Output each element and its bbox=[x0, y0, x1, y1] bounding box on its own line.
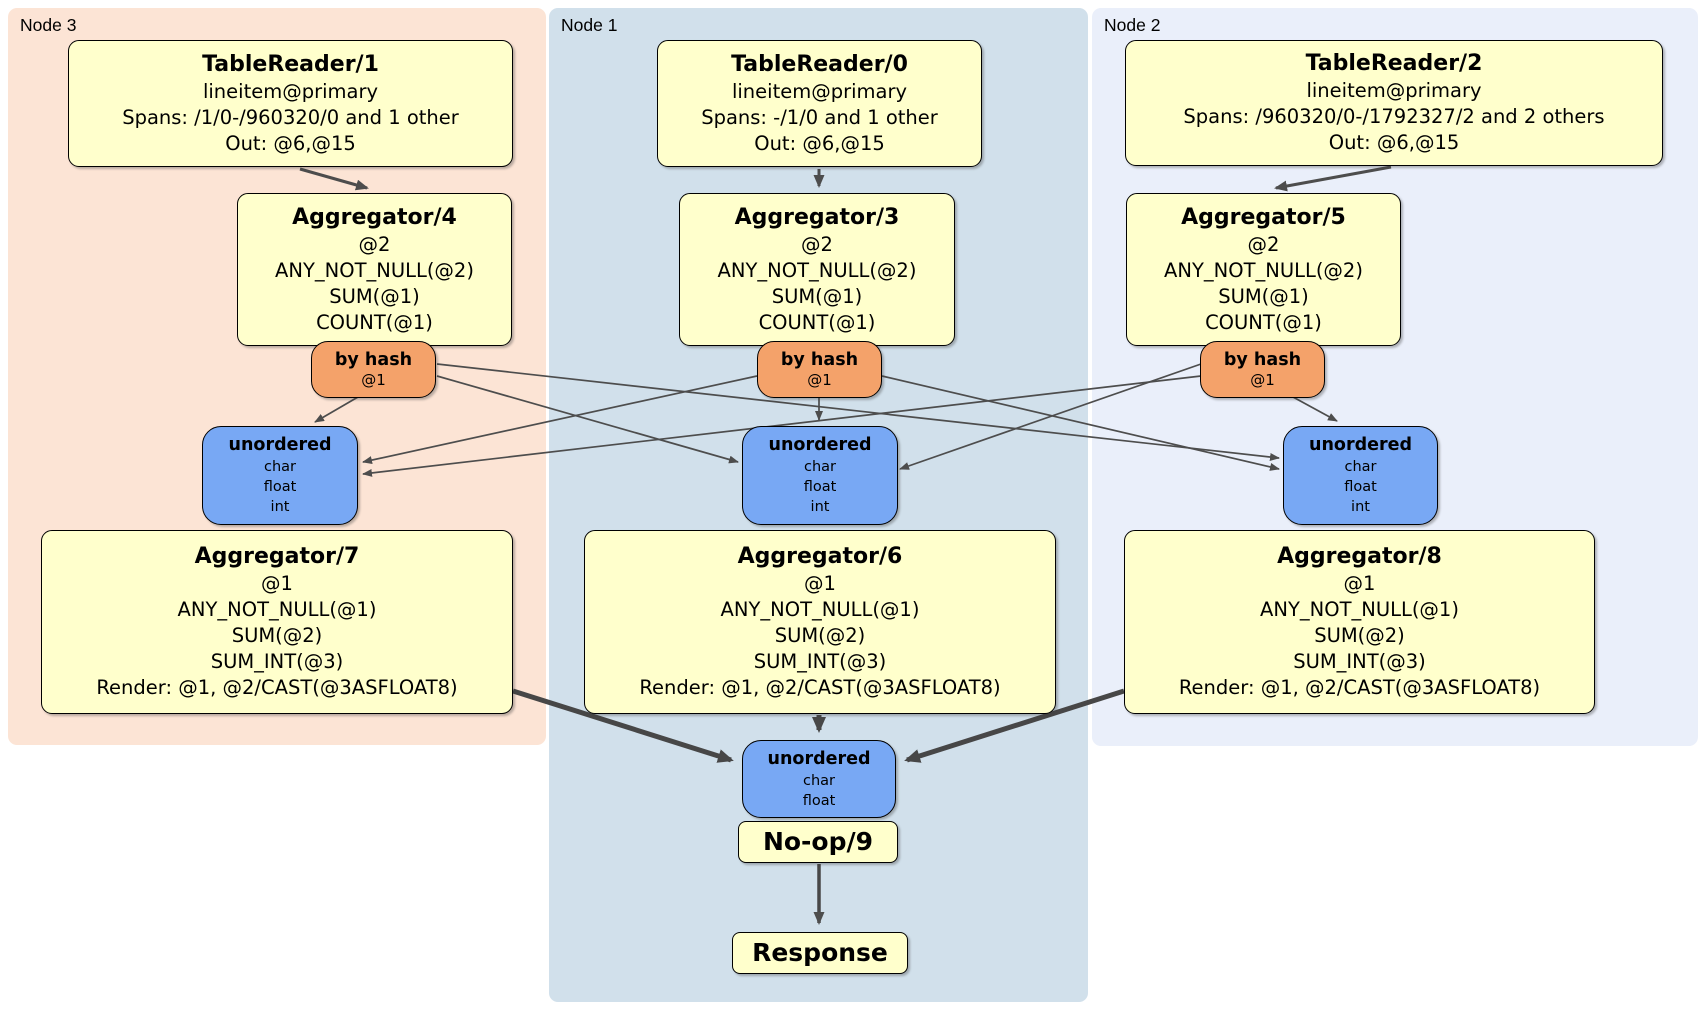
unordered-sync-final: unordered char float bbox=[742, 740, 896, 818]
tablereader-2-spans: Spans: /960320/0-/1792327/2 and 2 others bbox=[1183, 105, 1605, 128]
aggregator-8-fn3: SUM_INT(@3) bbox=[1293, 650, 1426, 673]
tablereader-0-spans: Spans: -/1/0 and 1 other bbox=[701, 105, 938, 129]
aggregator-4-fn1: ANY_NOT_NULL(@2) bbox=[275, 258, 474, 282]
aggregator-5-box: Aggregator/5 @2 ANY_NOT_NULL(@2) SUM(@1)… bbox=[1126, 193, 1401, 346]
hash-router-node3-key: @1 bbox=[361, 371, 386, 389]
tablereader-1-out: Out: @6,@15 bbox=[225, 131, 356, 155]
noop-9-title: No-op/9 bbox=[762, 827, 874, 856]
tablereader-0-index: lineitem@primary bbox=[731, 79, 908, 103]
aggregator-7-groupcols: @1 bbox=[261, 572, 293, 595]
node1-label: Node 1 bbox=[561, 15, 618, 35]
aggregator-4-box: Aggregator/4 @2 ANY_NOT_NULL(@2) SUM(@1)… bbox=[237, 193, 512, 346]
unordered-sync-node1-col2: float bbox=[803, 479, 837, 495]
node3-label: Node 3 bbox=[20, 15, 77, 35]
aggregator-8-groupcols: @1 bbox=[1343, 572, 1376, 595]
unordered-sync-node3: unordered char float int bbox=[202, 426, 358, 525]
aggregator-6-groupcols: @1 bbox=[804, 572, 836, 595]
aggregator-4-fn3: COUNT(@1) bbox=[316, 310, 433, 334]
unordered-sync-node3-title: unordered bbox=[228, 435, 332, 455]
tablereader-2-out: Out: @6,@15 bbox=[1328, 131, 1460, 154]
aggregator-3-fn3: COUNT(@1) bbox=[758, 310, 876, 334]
aggregator-4-fn2: SUM(@1) bbox=[329, 284, 420, 308]
hash-router-node2: by hash @1 bbox=[1200, 341, 1325, 398]
aggregator-7-fn2: SUM(@2) bbox=[231, 624, 323, 647]
aggregator-6-title: Aggregator/6 bbox=[737, 544, 903, 569]
aggregator-6-box: Aggregator/6 @1 ANY_NOT_NULL(@1) SUM(@2)… bbox=[584, 530, 1056, 714]
tablereader-2-title: TableReader/2 bbox=[1305, 51, 1483, 76]
aggregator-5-fn2: SUM(@1) bbox=[1218, 284, 1309, 308]
aggregator-7-fn3: SUM_INT(@3) bbox=[210, 650, 344, 673]
unordered-sync-node2: unordered char float int bbox=[1283, 426, 1438, 525]
tablereader-1-title: TableReader/1 bbox=[202, 51, 379, 77]
aggregator-8-box: Aggregator/8 @1 ANY_NOT_NULL(@1) SUM(@2)… bbox=[1124, 530, 1595, 714]
aggregator-8-fn2: SUM(@2) bbox=[1314, 624, 1405, 647]
aggregator-8-fn1: ANY_NOT_NULL(@1) bbox=[1260, 598, 1459, 621]
unordered-sync-node1-title: unordered bbox=[768, 435, 872, 455]
tablereader-0-title: TableReader/0 bbox=[731, 51, 908, 77]
hash-router-node2-title: by hash bbox=[1223, 350, 1302, 370]
unordered-sync-node1-col1: char bbox=[803, 459, 836, 475]
aggregator-7-box: Aggregator/7 @1 ANY_NOT_NULL(@1) SUM(@2)… bbox=[41, 530, 513, 714]
unordered-sync-node2-col2: float bbox=[1344, 479, 1377, 495]
unordered-sync-node3-col1: char bbox=[263, 459, 296, 475]
aggregator-3-fn1: ANY_NOT_NULL(@2) bbox=[717, 258, 917, 282]
tablereader-2-index: lineitem@primary bbox=[1306, 79, 1482, 102]
hash-router-node3-title: by hash bbox=[334, 350, 413, 370]
hash-router-node1-key: @1 bbox=[807, 371, 832, 389]
aggregator-4-title: Aggregator/4 bbox=[292, 204, 457, 230]
aggregator-6-fn3: SUM_INT(@3) bbox=[753, 650, 887, 673]
unordered-sync-node2-col1: char bbox=[1344, 459, 1377, 475]
unordered-sync-node2-title: unordered bbox=[1309, 435, 1412, 455]
unordered-sync-node1-col3: int bbox=[810, 499, 830, 515]
aggregator-3-title: Aggregator/3 bbox=[734, 204, 900, 230]
aggregator-3-box: Aggregator/3 @2 ANY_NOT_NULL(@2) SUM(@1)… bbox=[679, 193, 955, 346]
aggregator-7-title: Aggregator/7 bbox=[194, 544, 360, 569]
tablereader-0-out: Out: @6,@15 bbox=[754, 131, 885, 155]
unordered-sync-node2-col3: int bbox=[1351, 499, 1370, 515]
unordered-sync-final-col2: float bbox=[802, 792, 836, 809]
unordered-sync-node3-col3: int bbox=[270, 499, 290, 515]
unordered-sync-node1: unordered char float int bbox=[742, 426, 898, 525]
aggregator-7-fn1: ANY_NOT_NULL(@1) bbox=[177, 598, 377, 621]
aggregator-8-render: Render: @1, @2/CAST(@3ASFLOAT8) bbox=[1178, 676, 1541, 699]
tablereader-1-spans: Spans: /1/0-/960320/0 and 1 other bbox=[122, 105, 459, 129]
response-title: Response bbox=[752, 938, 888, 967]
aggregator-3-fn2: SUM(@1) bbox=[771, 284, 863, 308]
aggregator-5-groupcols: @2 bbox=[1247, 232, 1280, 256]
unordered-sync-node3-col2: float bbox=[263, 479, 297, 495]
tablereader-2-box: TableReader/2 lineitem@primary Spans: /9… bbox=[1125, 40, 1663, 166]
tablereader-1-index: lineitem@primary bbox=[202, 79, 379, 103]
aggregator-3-groupcols: @2 bbox=[801, 232, 833, 256]
aggregator-4-groupcols: @2 bbox=[358, 232, 391, 256]
aggregator-5-title: Aggregator/5 bbox=[1181, 204, 1346, 230]
hash-router-node1: by hash @1 bbox=[757, 341, 882, 398]
aggregator-6-render: Render: @1, @2/CAST(@3ASFLOAT8) bbox=[639, 676, 1001, 699]
tablereader-1-box: TableReader/1 lineitem@primary Spans: /1… bbox=[68, 40, 513, 167]
noop-9-box: No-op/9 bbox=[738, 821, 898, 863]
aggregator-5-fn3: COUNT(@1) bbox=[1205, 310, 1322, 334]
hash-router-node1-title: by hash bbox=[780, 350, 859, 370]
hash-router-node2-key: @1 bbox=[1250, 371, 1275, 389]
aggregator-6-fn1: ANY_NOT_NULL(@1) bbox=[720, 598, 920, 621]
aggregator-7-render: Render: @1, @2/CAST(@3ASFLOAT8) bbox=[96, 676, 458, 699]
aggregator-5-fn1: ANY_NOT_NULL(@2) bbox=[1164, 258, 1363, 282]
tablereader-0-box: TableReader/0 lineitem@primary Spans: -/… bbox=[657, 40, 982, 167]
hash-router-node3: by hash @1 bbox=[311, 341, 436, 398]
node2-label: Node 2 bbox=[1104, 15, 1161, 35]
unordered-sync-final-title: unordered bbox=[767, 748, 871, 769]
unordered-sync-final-col1: char bbox=[802, 772, 835, 789]
response-box: Response bbox=[732, 932, 908, 974]
aggregator-8-title: Aggregator/8 bbox=[1277, 544, 1442, 569]
aggregator-6-fn2: SUM(@2) bbox=[774, 624, 866, 647]
